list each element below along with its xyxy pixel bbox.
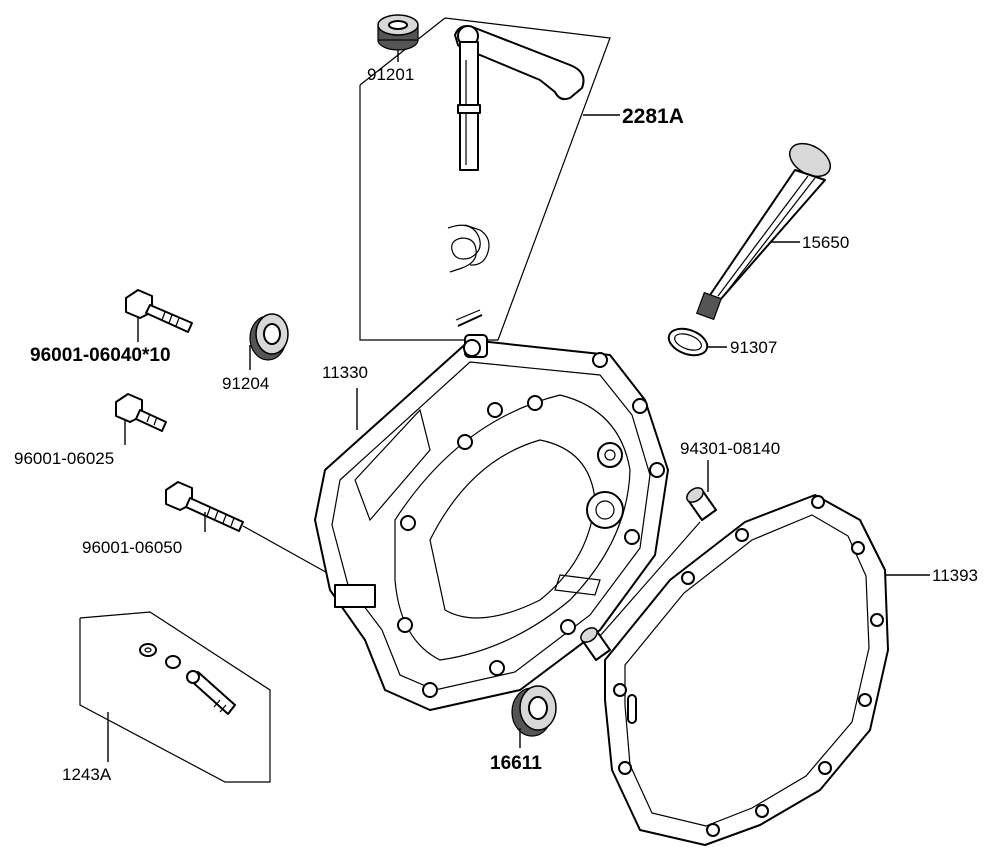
adjuster-kit-1243A — [79, 611, 271, 783]
label-96001-06050: 96001-06050 — [82, 538, 182, 557]
shift-shaft-assembly-group — [359, 17, 611, 341]
label-96001-06025: 96001-06025 — [14, 449, 114, 468]
dowel-pin-upper — [599, 460, 717, 637]
clutch-cover-11330 — [314, 334, 669, 711]
label-94301-08140: 94301-08140 — [680, 439, 780, 458]
label-91204: 91204 — [222, 374, 269, 393]
oil-dipstick-15650 — [696, 142, 832, 321]
label-11330: 11330 — [322, 363, 368, 382]
label-91307: 91307 — [730, 338, 777, 357]
o-ring-91307 — [667, 327, 727, 357]
oil-seal-91204 — [249, 313, 289, 370]
dowel-pin-lower — [580, 627, 611, 661]
label-16611: 16611 — [490, 753, 542, 774]
label-11393: 11393 — [932, 566, 978, 585]
gasket-11393 — [604, 494, 930, 846]
label-15650: 15650 — [802, 233, 849, 252]
bolt-96001-06050 — [165, 481, 341, 581]
label-96001-06040: 96001-06040*10 — [30, 345, 171, 366]
label-2281A: 2281A — [622, 105, 684, 128]
oil-seal-16611 — [511, 685, 557, 748]
bolt-96001-06040 — [125, 289, 193, 342]
oil-seal-91201 — [377, 14, 419, 62]
label-1243A: 1243A — [62, 765, 112, 784]
bolt-96001-06025 — [115, 393, 167, 445]
label-91201: 91201 — [367, 65, 414, 84]
